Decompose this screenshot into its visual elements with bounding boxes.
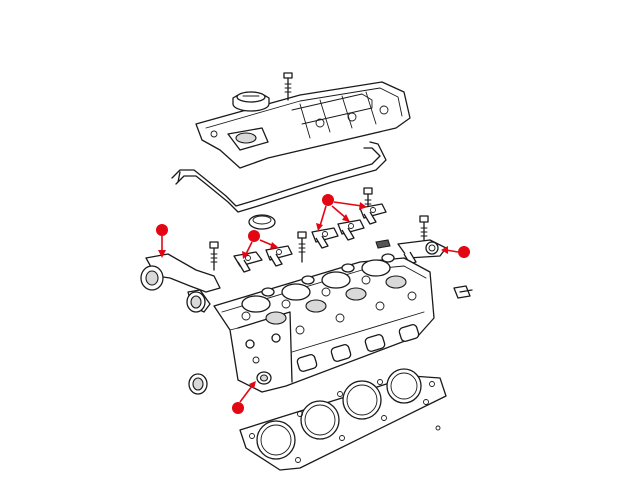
spark-plug-seal xyxy=(248,214,276,230)
locating-dowel xyxy=(435,425,441,431)
marker-cylinder-head-plug xyxy=(232,381,256,414)
valve-cover-gasket xyxy=(171,141,387,213)
camshaft-bearing-cap-left xyxy=(140,253,221,313)
marker-rocker-group-center xyxy=(316,194,367,231)
oil-filler-cap xyxy=(232,91,270,112)
cylinder-head xyxy=(213,253,435,393)
bearing-cap-bolt-mid xyxy=(297,231,307,263)
rocker-arm-group-center xyxy=(311,203,391,249)
temperature-sensor xyxy=(453,285,473,299)
rocker-arm-pair-left xyxy=(233,245,293,273)
camshaft-seal xyxy=(188,373,208,395)
marker-left-bearing-cap xyxy=(156,224,168,258)
bearing-cap-bolt-right xyxy=(419,215,429,243)
cylinder-head-gasket xyxy=(239,368,447,471)
marker-rocker-pair-left xyxy=(242,230,279,259)
bearing-cap-bolt-left xyxy=(209,241,219,271)
valve-cover-bolt xyxy=(283,72,293,101)
valve-cover xyxy=(195,81,411,169)
marker-rocker-right xyxy=(441,246,470,258)
rocker-arm-right xyxy=(397,239,447,265)
